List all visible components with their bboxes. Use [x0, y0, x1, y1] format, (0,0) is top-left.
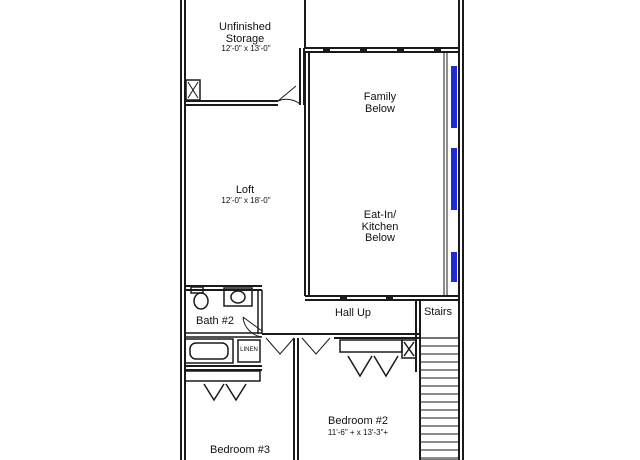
stair-tread-lines	[420, 345, 459, 459]
bedroom3-name: Bedroom #3	[210, 444, 270, 456]
hall-door-right	[301, 337, 331, 355]
storage-name: Unfinished Storage	[219, 21, 271, 45]
storage-walls	[185, 48, 305, 106]
family-name: Family Below	[363, 91, 397, 115]
bedroom2-dims: 11'-6" + x 13'-3"+	[327, 428, 389, 437]
loft-dims: 12'-0" x 18'-0"	[221, 196, 271, 205]
linen-closet	[237, 339, 261, 363]
bedroom2-name: Bedroom #2	[328, 415, 388, 427]
storage-closet	[185, 79, 201, 101]
linen-label: LINEN	[240, 347, 258, 353]
loft-name: Loft	[235, 184, 255, 196]
beam-marks	[323, 47, 441, 300]
bedroom3-closet	[184, 370, 261, 402]
storage-door	[277, 85, 301, 105]
windows	[451, 66, 457, 282]
storage-dims: 12'-0" x 13'-0"	[221, 44, 271, 53]
hall-name: Hall Up	[334, 307, 372, 319]
exterior-walls	[180, 0, 464, 460]
kitchen-name: Eat-In/ Kitchen Below	[361, 209, 399, 245]
stairs-name: Stairs	[423, 306, 453, 318]
hall-door-left	[265, 337, 295, 355]
bath-fixtures	[184, 286, 263, 364]
bedroom2-closet	[339, 339, 417, 378]
open-area-walls	[304, 47, 459, 301]
stairs-treads	[419, 299, 460, 460]
bath2-name: Bath #2	[196, 315, 234, 327]
bath-door	[242, 316, 263, 338]
railing-lines	[443, 52, 448, 296]
